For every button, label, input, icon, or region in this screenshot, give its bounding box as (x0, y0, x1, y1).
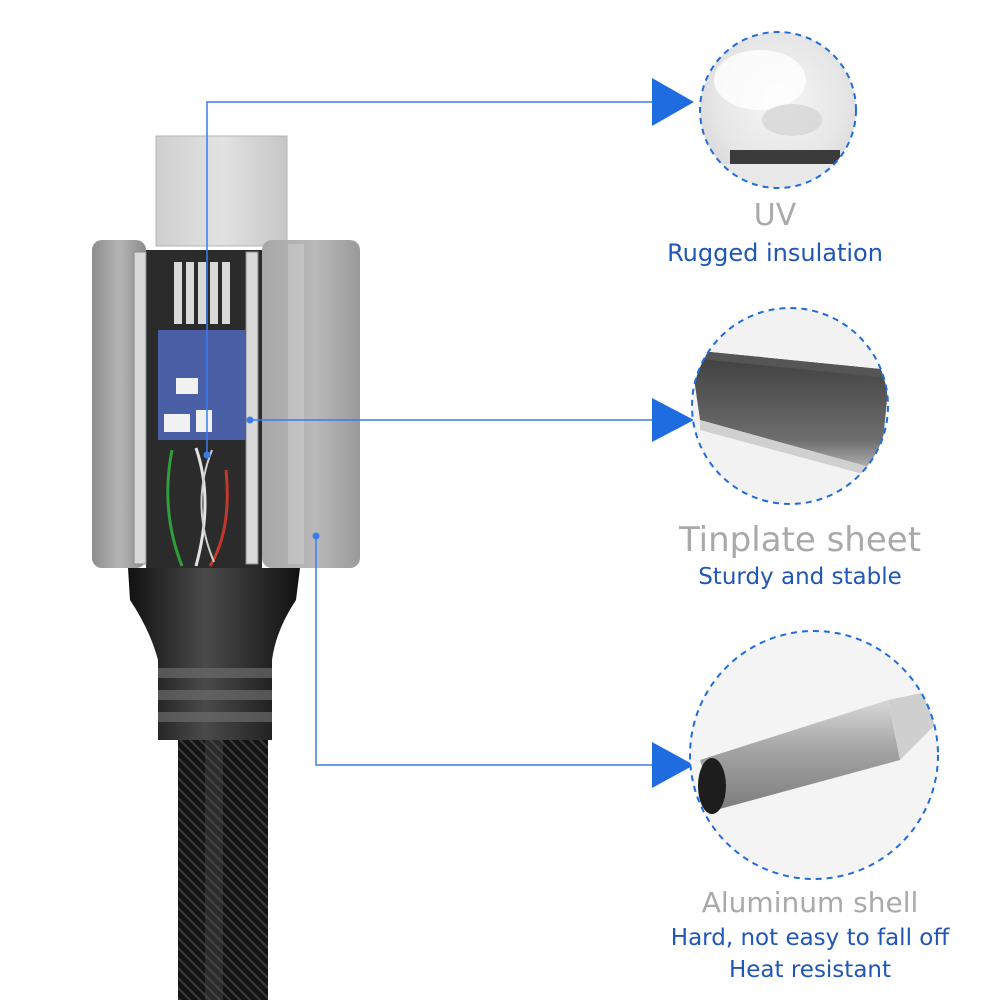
aluminum-shell-left (92, 240, 146, 568)
feature-subtitle: Heat resistant (728, 957, 892, 983)
boot-ring (158, 690, 272, 700)
wire-white (200, 449, 215, 563)
feature-title: Tinplate sheet (678, 520, 922, 560)
shell-highlight (288, 244, 304, 564)
feature-title: Aluminum shell (701, 886, 919, 919)
aluminum-shell-right (262, 240, 360, 568)
callout-dot (203, 451, 211, 459)
detail-aluminum-shell (689, 630, 939, 880)
tinplate-sheet-left (133, 251, 147, 565)
callout-dot (246, 416, 254, 424)
boot-ring (158, 712, 272, 722)
feature-subtitle: Rugged insulation (667, 239, 883, 267)
boot-ring (158, 668, 272, 678)
cable-highlight (205, 735, 223, 1000)
caption-uv: UV Rugged insulation (640, 196, 910, 270)
feature-title: UV (753, 198, 797, 233)
caption-tinplate: Tinplate sheet Sturdy and stable (660, 518, 940, 592)
board-chip (176, 378, 198, 394)
detail-uv-insulation (699, 31, 857, 189)
callout-arrow (652, 742, 694, 788)
feature-subtitle: Hard, not easy to fall off (670, 925, 950, 951)
caption-aluminum: Aluminum shell Hard, not easy to fall of… (630, 884, 990, 986)
detail-tinplate-sheet (691, 307, 889, 505)
contact-pins (174, 262, 230, 324)
braided-cable (178, 735, 268, 1000)
callout-uv (206, 101, 652, 455)
callout-dot (312, 532, 320, 540)
wire-green (166, 449, 184, 567)
callout-aluminum (315, 536, 652, 766)
wire-red (208, 469, 229, 567)
usb-c-plug (155, 135, 288, 247)
callout-arrow (652, 78, 694, 126)
feature-subtitle: Sturdy and stable (698, 564, 902, 590)
board-chip (196, 410, 212, 432)
tinplate-sheet-right (245, 251, 259, 565)
board-chip (164, 414, 190, 432)
wire-white (194, 447, 207, 567)
callout-arrow (652, 398, 694, 442)
